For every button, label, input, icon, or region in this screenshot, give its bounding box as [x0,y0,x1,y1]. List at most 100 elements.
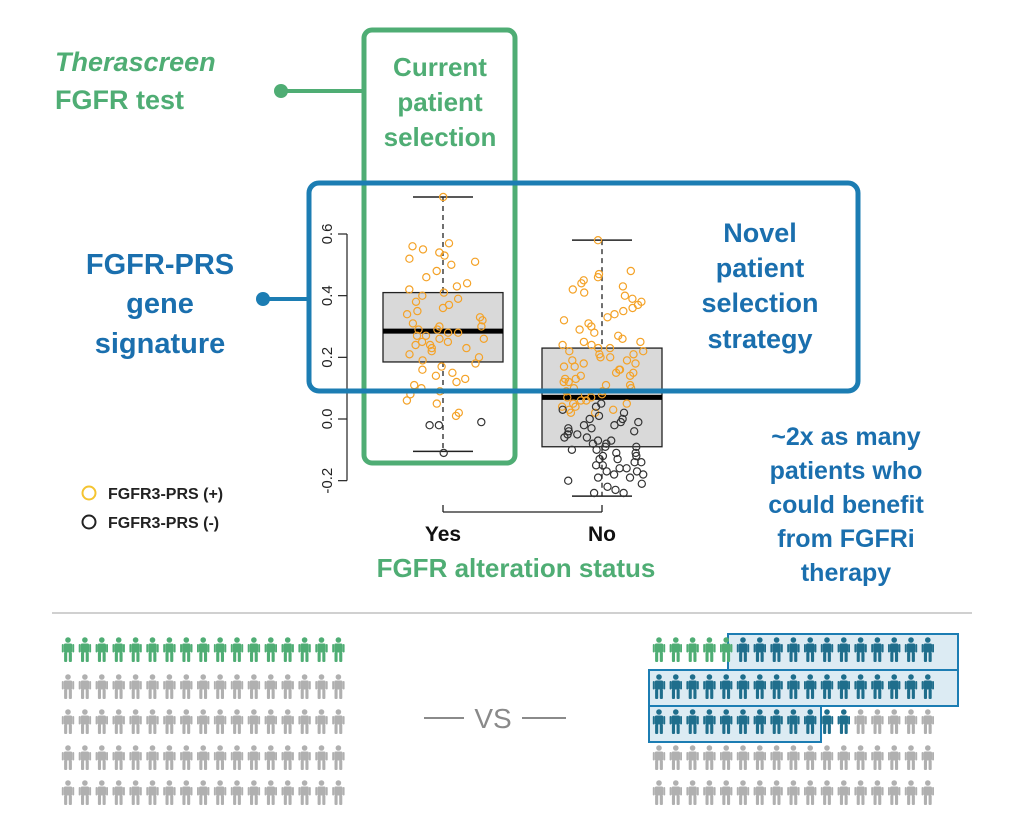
person-icon [837,637,850,662]
x-axis-title: FGFR alteration status [377,553,656,583]
person-icon [163,709,176,734]
person-icon [315,637,328,662]
point-positive [557,402,567,411]
person-icon [129,637,142,662]
point-positive [620,291,630,300]
point-negative [612,448,621,458]
person-icon [180,709,193,734]
person-icon [230,780,244,805]
person-icon [78,637,92,662]
person-icon [61,780,75,805]
person-icon [871,709,884,734]
person-icon [837,745,850,770]
point-positive [461,374,470,384]
point-negative [613,454,622,464]
point-positive [438,303,448,313]
point-negative [630,427,639,436]
person-icon [78,780,92,805]
point-positive [432,266,441,276]
person-icon [298,709,311,734]
person-icon [264,709,277,734]
person-icon [213,709,227,734]
point-positive [414,325,423,334]
person-icon [652,674,666,699]
point-positive [453,294,463,303]
person-icon [129,780,142,805]
person-icon [129,674,142,699]
person-icon [787,674,800,699]
point-negative [631,448,640,458]
point-negative [439,448,448,458]
point-positive [418,356,427,365]
boxes-layer [382,196,663,497]
point-negative [594,411,604,421]
person-icon [298,637,311,662]
person-icon [820,709,834,734]
person-icon [871,674,884,699]
point-negative [615,464,624,473]
point-positive [639,347,648,356]
point-positive [579,337,589,347]
person-icon [264,637,277,662]
person-icon [146,745,159,770]
person-icon [264,745,277,770]
person-icon [854,709,867,734]
point-positive [636,337,645,347]
person-icon [129,745,142,770]
point-positive [559,377,568,387]
person-icon [247,745,261,770]
point-positive [559,316,569,325]
point-positive [418,365,427,374]
point-positive [593,235,603,245]
person-icon [315,745,328,770]
person-icon [146,780,159,805]
point-positive [435,334,444,343]
person-icon [736,674,750,699]
point-positive [427,343,436,353]
person-icon [95,637,108,662]
person-icon [753,745,766,770]
current-selection-line-1: Current [393,52,487,82]
point-negative [564,476,573,485]
person-icon [197,745,210,770]
person-icon [180,780,193,805]
point-negative [588,439,598,448]
person-icon [669,780,682,805]
person-icon [736,637,750,662]
pictogram-novel [648,633,959,805]
person-icon [61,674,75,699]
person-icon [669,709,682,734]
point-positive [437,362,446,371]
point-negative [434,421,444,430]
point-positive [440,251,449,260]
point-positive [593,273,603,282]
person-icon [703,745,716,770]
person-icon [332,709,345,734]
novel-strategy-line-1: Novel [723,218,797,248]
person-icon [820,674,834,699]
person-icon [332,637,345,662]
person-icon [837,709,850,734]
point-positive [462,343,471,353]
person-icon [888,745,901,770]
person-icon [332,745,345,770]
point-positive [448,368,457,377]
benefit-line-4: from FGFRi [777,525,915,553]
vs-label: VS [474,703,511,734]
point-negative [637,479,647,488]
point-positive [413,306,422,316]
person-icon [787,745,800,770]
point-positive [421,331,431,340]
point-negative [625,473,635,482]
point-negative [593,473,603,482]
person-icon [197,780,210,805]
person-icon [247,780,261,805]
legend-label-negative: FGFR3-PRS (-) [108,515,219,532]
point-positive [408,242,417,251]
point-positive [579,359,588,368]
person-icon [213,674,227,699]
y-tick-label: 0.4 [319,285,336,306]
person-icon [686,709,699,734]
